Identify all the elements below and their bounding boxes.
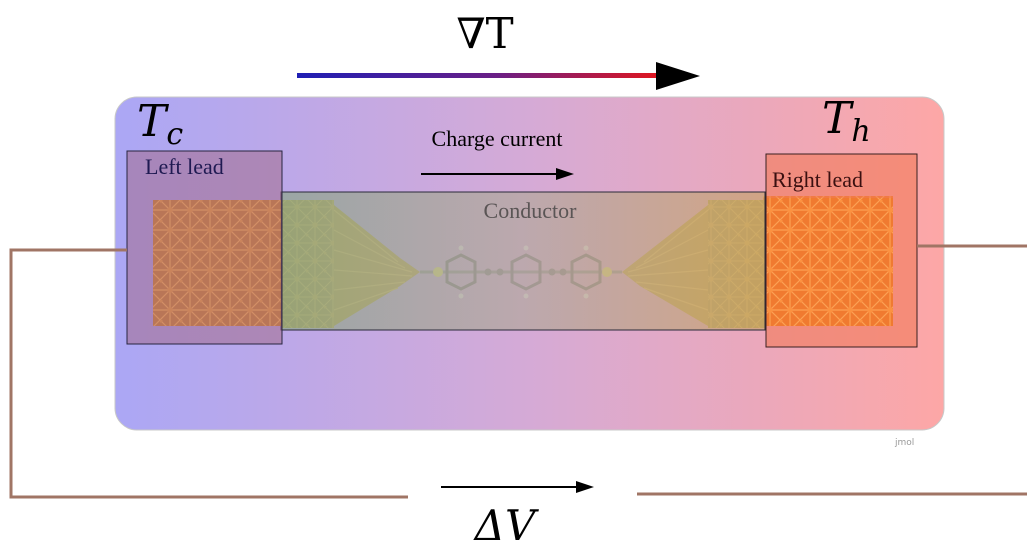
delta-v-label: ΔV <box>473 501 539 545</box>
t-hot-subscript: h <box>851 114 870 149</box>
t-cold-subscript: c <box>166 117 183 152</box>
charge-current-arrow <box>421 168 574 180</box>
charge-current-label: Charge current <box>432 126 563 151</box>
right-lead-label: Right lead <box>772 167 863 192</box>
voltage-arrow <box>441 481 594 493</box>
jmol-watermark: jmol <box>894 438 914 448</box>
t-hot-label: Th <box>822 93 871 149</box>
conductor-label: Conductor <box>484 198 578 223</box>
circuit-wire <box>9 244 1027 499</box>
temperature-gradient-arrow <box>297 62 700 90</box>
left-lead-label: Left lead <box>145 154 224 179</box>
conductor-region <box>280 191 766 331</box>
gradient-t-label: ∇T <box>456 9 513 58</box>
t-cold-label: Tc <box>137 96 183 152</box>
